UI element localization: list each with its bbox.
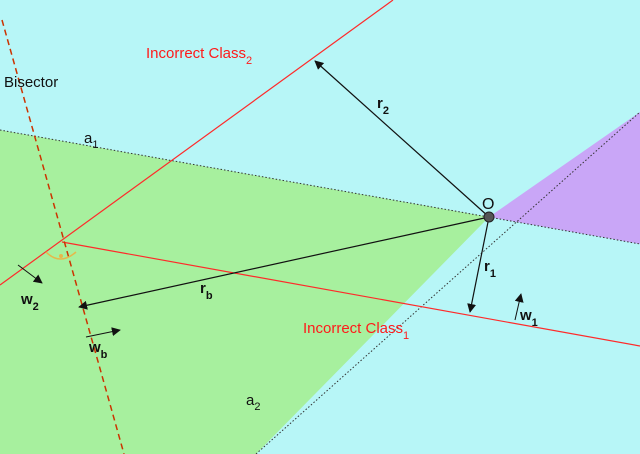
a2-label: a2 <box>246 392 260 413</box>
a1-label: a1 <box>84 130 98 151</box>
bisector-label: Bisector <box>4 74 58 91</box>
incorrect-class-2-label: Incorrect Class2 <box>146 45 252 67</box>
vector-wb <box>85 327 121 338</box>
origin-point <box>483 211 495 223</box>
w1-label: w1 <box>519 307 538 329</box>
vector-rb <box>78 216 490 310</box>
angle-mark-dot <box>59 254 63 258</box>
w2-label: w2 <box>20 291 39 313</box>
rb-label: rb <box>200 280 213 302</box>
vector-r1 <box>467 216 490 313</box>
bisector-line <box>1 19 125 454</box>
wb-label: wb <box>88 339 108 361</box>
incorrect-class-2-boundary <box>0 0 394 286</box>
origin-label: O <box>482 196 494 213</box>
r2-label: r2 <box>377 95 389 117</box>
green-wedge-region <box>0 130 489 454</box>
vector-w2 <box>17 264 43 284</box>
r1-label: r1 <box>484 258 496 280</box>
vector-w1 <box>514 293 524 321</box>
angle-mark <box>45 251 77 260</box>
vector-r2 <box>314 60 490 218</box>
purple-wedge-region <box>489 112 640 244</box>
incorrect-class-1-boundary <box>61 241 640 347</box>
incorrect-class-1-label: Incorrect Class1 <box>303 320 409 342</box>
